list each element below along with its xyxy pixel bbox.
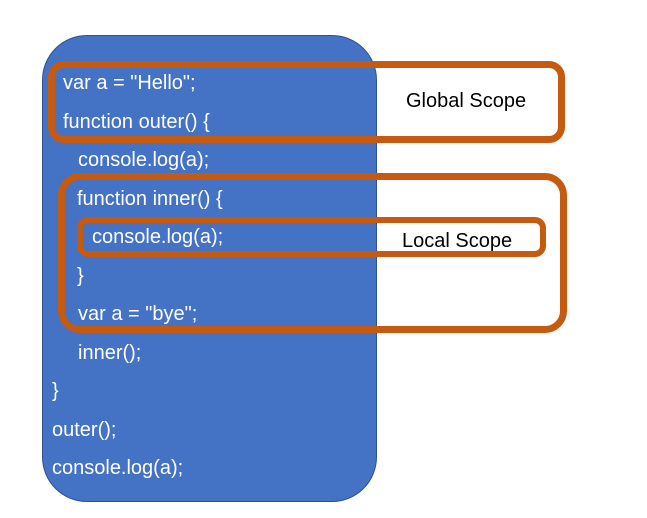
code-lines: var a = "Hello"; function outer() { consol… — [43, 64, 376, 488]
code-line: inner(); — [78, 341, 142, 364]
code-line: function inner() { — [77, 187, 223, 210]
code-line: var a = "Hello"; — [63, 72, 196, 94]
code-line: function outer() { — [63, 110, 210, 133]
local-scope-label: Local Scope — [402, 230, 513, 252]
global-scope-label: Global Scope — [406, 90, 527, 112]
outer-function-scope-box — [58, 173, 567, 333]
global-scope-box — [48, 61, 565, 143]
code-line: console.log(a); — [78, 149, 210, 171]
code-line: outer(); — [52, 418, 117, 441]
code-block: var a = "Hello"; function outer() { consol… — [42, 35, 377, 502]
code-line: } — [77, 264, 84, 287]
code-line: console.log(a); — [52, 457, 184, 479]
local-scope-box — [77, 217, 546, 257]
code-line: console.log(a); — [92, 226, 224, 248]
code-line: var a = "bye"; — [78, 303, 198, 325]
code-line: } — [52, 380, 59, 402]
